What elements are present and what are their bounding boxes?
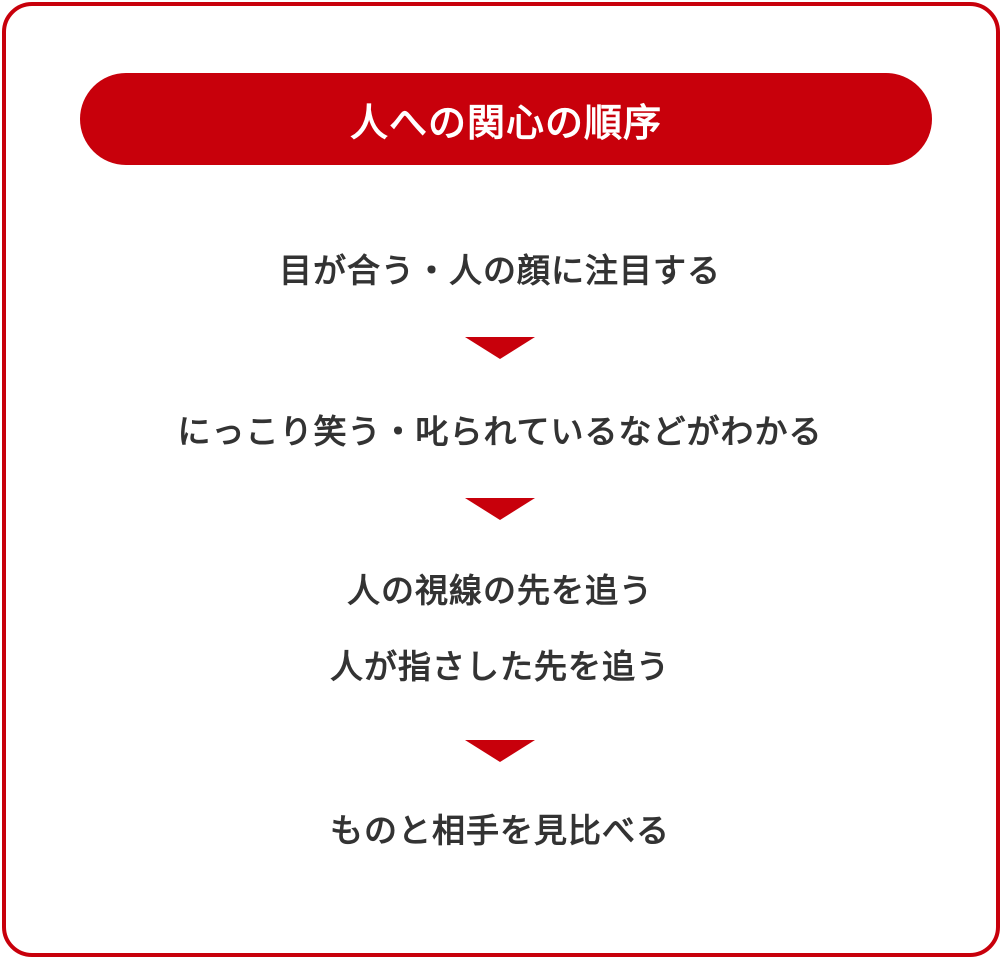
title-banner: 人への関心の順序 — [80, 73, 932, 165]
down-triangle-icon — [465, 740, 535, 762]
step-4-text: ものと相手を見比べる — [330, 811, 670, 850]
diagram-title: 人への関心の順序 — [349, 100, 662, 145]
step-3-text-line-1: 人の視線の先を追う — [347, 571, 653, 610]
step-3-text-line-2: 人が指さした先を追う — [330, 647, 670, 686]
step-1-text: 目が合う・人の顔に注目する — [279, 251, 721, 290]
down-triangle-icon — [465, 337, 535, 359]
step-2-text: にっこり笑う・叱られているなどがわかる — [177, 412, 823, 451]
down-triangle-icon — [465, 498, 535, 520]
